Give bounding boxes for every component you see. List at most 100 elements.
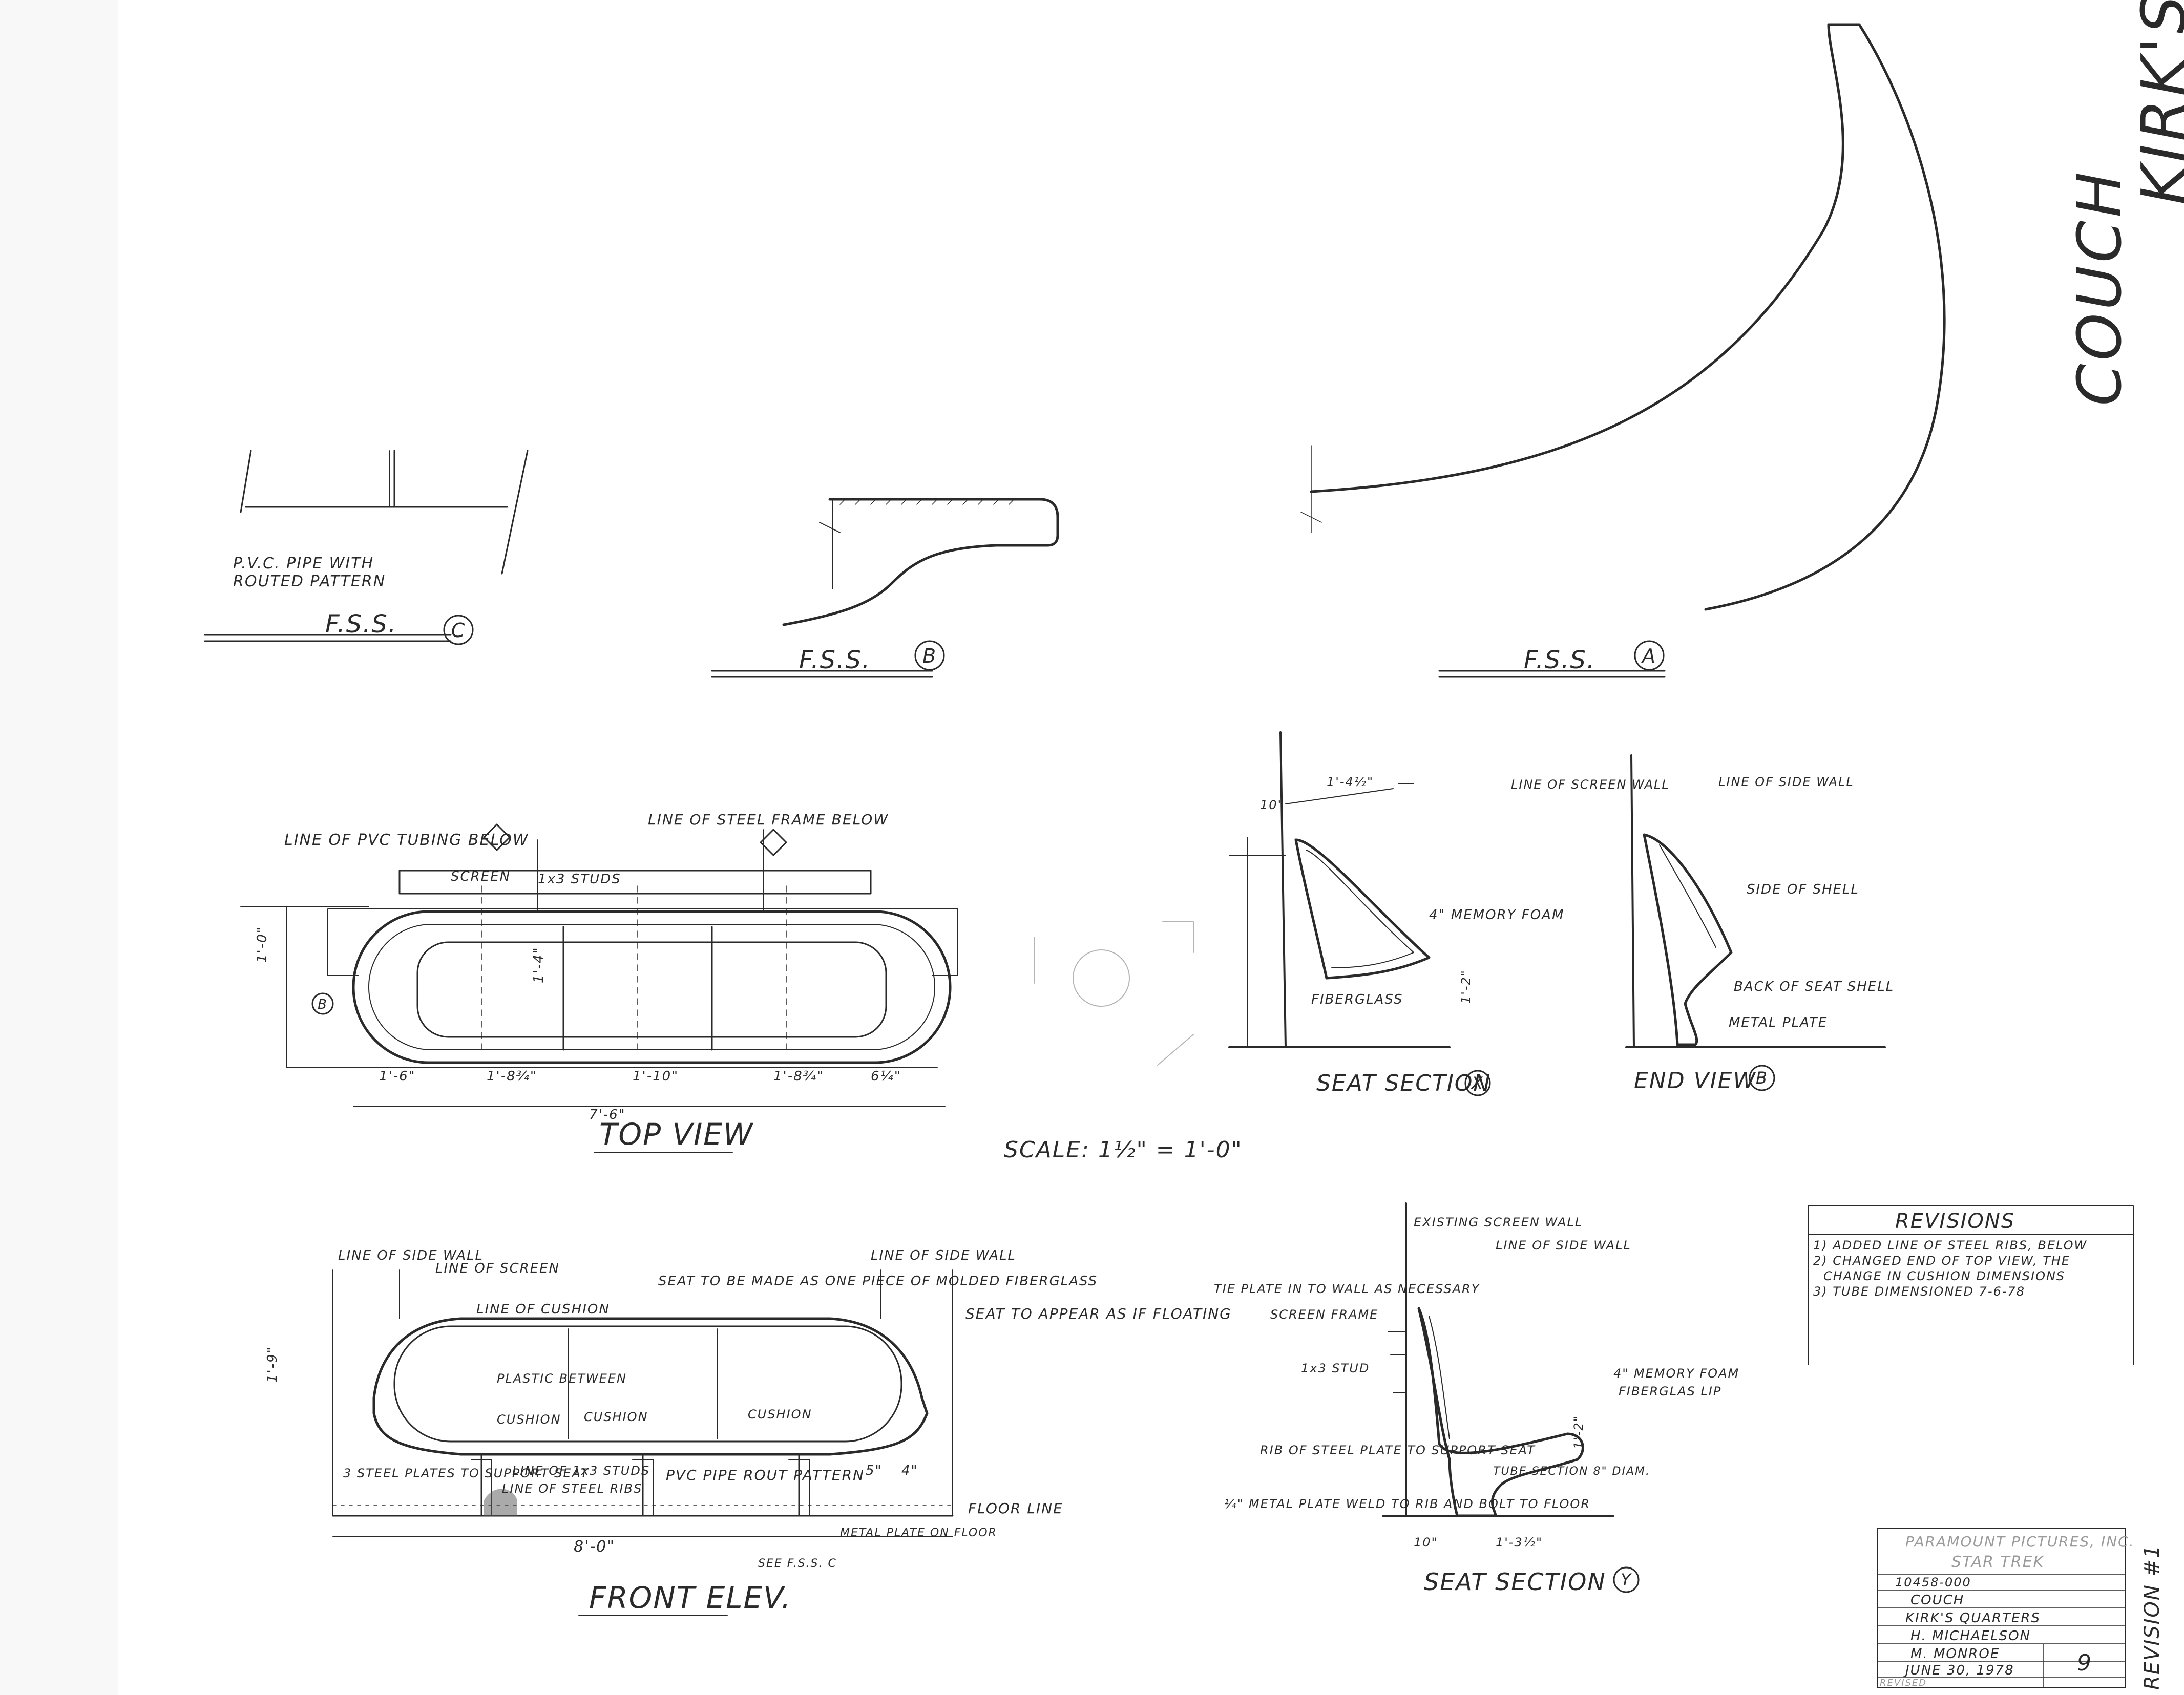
front-note-pvc: PVC PIPE ROUT PATTERN [666, 1467, 865, 1484]
top-note-screen: SCREEN [451, 869, 511, 884]
revision-item: 3) TUBE DIMENSIONED 7-6-78 [1813, 1284, 2025, 1299]
title-kirks: KIRK'S [2128, 0, 2184, 205]
seat-section-x-dims: 10" 1'-4½" 1'-2" [1260, 775, 1473, 1004]
sy-tag: Y [1621, 1570, 1632, 1590]
dimension-label: 1'-2" [1459, 969, 1473, 1004]
erased-sketch [1034, 921, 1194, 1066]
ev-tag: B [1756, 1068, 1768, 1088]
fss-b-label: F.S.S. [799, 646, 871, 674]
front-note-metal-plate: METAL PLATE ON FLOOR [840, 1527, 997, 1539]
dimension-label: 1'-0" [255, 926, 270, 963]
fss-c-note-line2: ROUTED PATTERN [233, 573, 386, 590]
ev-note-shell: SIDE OF SHELL [1747, 882, 1859, 897]
tb-set: KIRK'S QUARTERS [1905, 1611, 2041, 1626]
sy-title: SEAT SECTION [1424, 1568, 1606, 1596]
front-note-steel-plates: 3 STEEL PLATES TO SUPPORT SEAT [343, 1466, 589, 1480]
revision-item: CHANGE IN CUSHION DIMENSIONS [1823, 1269, 2065, 1283]
tb-company: PARAMOUNT PICTURES, INC. [1905, 1533, 2135, 1550]
dimension-label: 1'-3½" [1496, 1535, 1543, 1550]
dimension-label: 1'-8¾" [773, 1069, 824, 1084]
front-note-ribs: LINE OF STEEL RIBS [502, 1481, 642, 1496]
front-note-cushion-3: CUSHION [748, 1407, 812, 1422]
top-note-studs: 1x3 STUDS [538, 872, 621, 887]
front-dim-width: 8'-0" [574, 1538, 615, 1556]
ev-note-screen-wall: LINE OF SCREEN WALL [1511, 777, 1670, 792]
fss-a-label: F.S.S. [1524, 646, 1595, 674]
front-note-side-wall-r: LINE OF SIDE WALL [871, 1248, 1016, 1263]
sy-note-foam: 4" MEMORY FOAM [1613, 1366, 1739, 1381]
scale-note: SCALE: 1½" = 1'-0" [1004, 1137, 1243, 1163]
sy-note-tube: TUBE SECTION 8" DIAM. [1493, 1465, 1650, 1478]
top-note-steel-frame: LINE OF STEEL FRAME BELOW [648, 811, 889, 828]
sy-note-side-wall: LINE OF SIDE WALL [1496, 1238, 1631, 1253]
dimension-label: 10" [1260, 798, 1285, 812]
front-note-cushion-line: LINE OF CUSHION [476, 1302, 610, 1317]
sheet-title: COUCH KIRK'S [2064, 0, 2184, 406]
sx-note-fiberglass: FIBERGLASS [1311, 992, 1403, 1007]
sy-note-tie-plate: TIE PLATE IN TO WALL AS NECESSARY [1214, 1282, 1480, 1296]
ev-title: END VIEW [1634, 1068, 1756, 1094]
tb-number: 10458-000 [1895, 1575, 1971, 1590]
top-view: 1'-6" 1'-8¾" 1'-10" 1'-8¾" 6¼" 7'-6" 1'-0" 1'-4… [240, 811, 958, 1153]
sy-note-existing: EXISTING SCREEN WALL [1414, 1215, 1583, 1230]
ev-note-side-wall: LINE OF SIDE WALL [1718, 775, 1854, 789]
ev-note-back: BACK OF SEAT SHELL [1734, 979, 1894, 994]
dimension-label: 1'-4½" [1327, 775, 1374, 789]
front-note-floor: FLOOR LINE [968, 1500, 1063, 1517]
tb-item: COUCH [1910, 1593, 1964, 1608]
front-note-studs: LINE OF 1x3 STUDS [512, 1464, 650, 1478]
fss-c-label: F.S.S. [325, 610, 397, 639]
fss-a-tag: A [1641, 645, 1656, 667]
front-note-screen: LINE OF SCREEN [435, 1261, 560, 1276]
top-view-dimensions: 1'-6" 1'-8¾" 1'-10" 1'-8¾" 6¼" 7'-6" 1'-0" 1'-4… [255, 926, 901, 1122]
seat-section-x: 10"1'-4½"1'-2" 4" MEMORY FOAM FIBERGLASS… [1228, 731, 1563, 1096]
front-note-cushion-2: CUSHION [584, 1410, 648, 1424]
front-note-side-wall-l: LINE OF SIDE WALL [338, 1248, 484, 1263]
revisions-title: REVISIONS [1895, 1210, 2015, 1233]
dimension-label: 1'-8¾" [487, 1069, 537, 1084]
front-elevation: 8'-0" 1'-9" 5" 4" LINE OF SIDE WALL LINE O… [265, 1248, 1232, 1616]
revision-mark: REVISION #1 [2140, 1544, 2164, 1690]
dimension-label: 5" [866, 1463, 883, 1478]
revision-item: 2) CHANGED END OF TOP VIEW, THE [1813, 1254, 2070, 1268]
dimension-label: 10" [1414, 1535, 1438, 1550]
sy-note-stud: 1x3 STUD [1301, 1361, 1370, 1375]
revisions-block: REVISIONS 1) ADDED LINE OF STEEL RIBS, B… [1808, 1205, 2134, 1365]
dimension-label: 4" [901, 1463, 918, 1478]
sy-note-rib: RIB OF STEEL PLATE TO SUPPORT SEAT [1260, 1443, 1536, 1457]
dimension-label: 1'-2" [1571, 1415, 1586, 1449]
sx-tag: X [1471, 1073, 1484, 1093]
dimension-label: 1'-6" [379, 1069, 416, 1084]
dimension-label: 1'-9" [265, 1346, 280, 1383]
front-note-seat: SEAT TO BE MADE AS ONE PIECE OF MOLDED F… [658, 1274, 1098, 1289]
seat-section-y: 10" 1'-3½" 1'-2" EXISTING SCREEN WALL LINE… [1214, 1202, 1739, 1596]
tb-revised: REVISED [1880, 1678, 1927, 1688]
dimension-label: 7'-6" [589, 1107, 626, 1122]
front-elev-title: FRONT ELEV. [589, 1580, 792, 1615]
sy-note-metal: ¼" METAL PLATE WELD TO RIB AND BOLT TO F… [1224, 1497, 1590, 1511]
fss-c-tag: C [451, 619, 466, 642]
fss-c-detail: P.V.C. PIPE WITH ROUTED PATTERN F.S.S. C [204, 450, 529, 645]
title-block: PARAMOUNT PICTURES, INC. STAR TREK 10458… [1877, 1528, 2135, 1688]
tb-date: JUNE 30, 1978 [1903, 1663, 2014, 1678]
dimension-label: 1'-4" [531, 946, 547, 983]
front-note-floating: SEAT TO APPEAR AS IF FLOATING [965, 1305, 1232, 1322]
tb-approved: M. MONROE [1910, 1646, 2000, 1662]
fss-b-tag-circle [914, 640, 945, 671]
front-note-plastic: PLASTIC BETWEEN [497, 1371, 627, 1386]
title-couch: COUCH [2064, 169, 2135, 406]
tb-sheet: 9 [2077, 1650, 2092, 1676]
top-view-title: TOP VIEW [599, 1117, 754, 1152]
fss-c-note-line1: P.V.C. PIPE WITH [233, 555, 374, 573]
tb-production: STAR TREK [1951, 1553, 2045, 1571]
svg-text:B: B [318, 997, 328, 1012]
front-note-cushion-1: CUSHION [497, 1412, 561, 1427]
dimension-label: 1'-10" [633, 1069, 679, 1084]
dimension-label: 6¼" [871, 1069, 901, 1084]
sy-note-screen-frame: SCREEN FRAME [1270, 1307, 1378, 1322]
revision-item: 1) ADDED LINE OF STEEL RIBS, BELOW [1813, 1238, 2087, 1253]
sy-note-lip: FIBERGLAS LIP [1619, 1384, 1721, 1399]
front-note-see: SEE F.S.S. C [758, 1557, 837, 1570]
end-view-b: LINE OF SCREEN WALL LINE OF SIDE WALL SI… [1511, 754, 1894, 1094]
